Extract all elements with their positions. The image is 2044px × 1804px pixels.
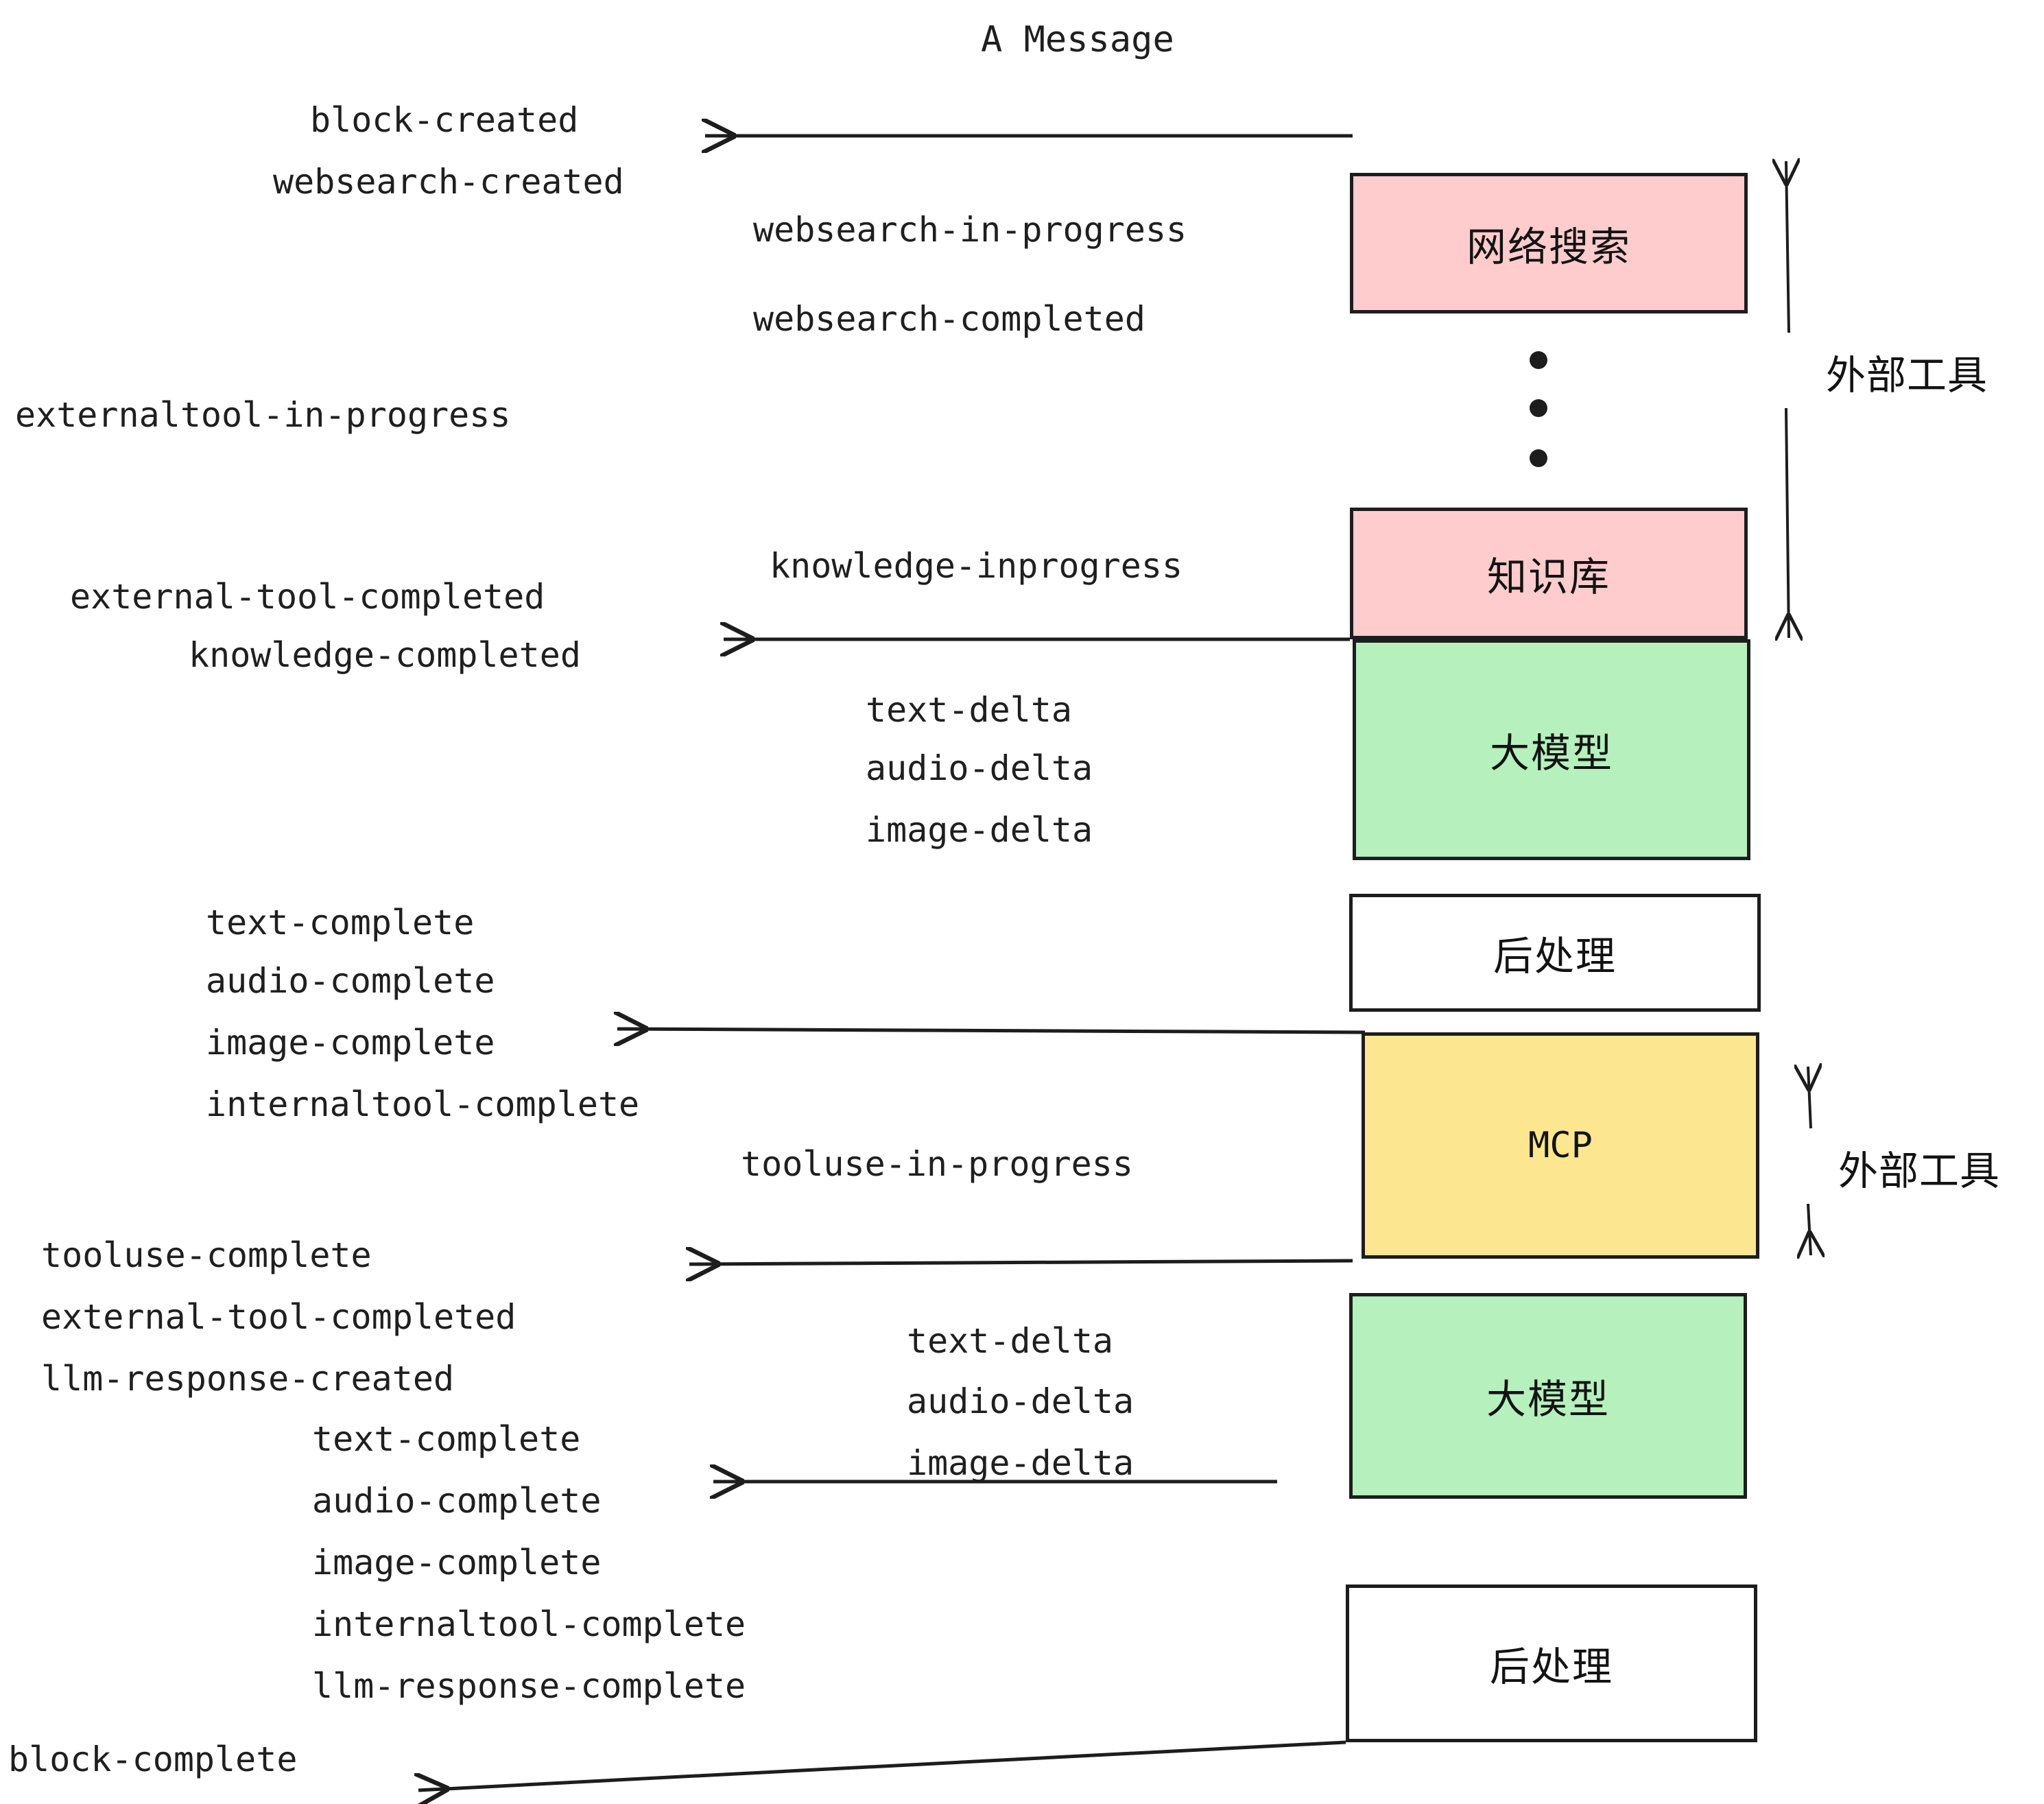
event-label-websearch-completed: websearch-completed — [753, 299, 1145, 339]
box-label: 大模型 — [1489, 730, 1613, 776]
box-knowledge: 知识库 — [1350, 508, 1748, 639]
ellipsis-dot-3 — [1530, 449, 1547, 467]
event-label-text-delta-2: text-delta — [907, 1321, 1114, 1361]
page-title: A Message — [981, 19, 1174, 60]
box-mcp: MCP — [1362, 1032, 1759, 1259]
group-label-external-tools-top: 外部工具 — [1826, 352, 1988, 399]
event-label-external-tool-completed-2: external-tool-completed — [41, 1297, 516, 1337]
event-label-internaltool-complete-1: internaltool-complete — [206, 1084, 640, 1124]
event-label-llm-response-created: llm-response-created — [41, 1359, 455, 1399]
event-label-internaltool-complete-2: internaltool-complete — [312, 1604, 746, 1644]
event-label-text-complete-2: text-complete — [312, 1419, 581, 1459]
event-label-block-created: block-created — [310, 100, 579, 140]
external-tools-bottom-arrow-down — [1808, 1203, 1811, 1255]
box-postprocess-bottom: 后处理 — [1346, 1585, 1757, 1742]
event-label-image-delta-2: image-delta — [907, 1443, 1134, 1483]
event-label-image-delta-1: image-delta — [866, 810, 1093, 850]
box-label: 后处理 — [1489, 1643, 1613, 1690]
event-label-knowledge-inprogress: knowledge-inprogress — [770, 546, 1183, 586]
box-label: 大模型 — [1486, 1376, 1610, 1423]
event-label-websearch-created: websearch-created — [273, 162, 624, 202]
box-label: MCP — [1528, 1125, 1593, 1166]
arrow-block-complete — [418, 1740, 1346, 1790]
event-label-tooluse-complete: tooluse-complete — [41, 1235, 372, 1275]
event-label-audio-delta-2: audio-delta — [907, 1381, 1134, 1421]
ellipsis-dot-2 — [1530, 399, 1547, 417]
event-label-audio-delta-1: audio-delta — [866, 748, 1093, 788]
event-label-audio-complete-2: audio-complete — [312, 1481, 602, 1521]
box-llm-bottom: 大模型 — [1349, 1293, 1747, 1499]
event-label-websearch-in-progress: websearch-in-progress — [753, 210, 1187, 250]
event-label-image-complete-2: image-complete — [312, 1543, 602, 1582]
event-label-block-complete: block-complete — [8, 1740, 298, 1779]
event-label-external-tool-completed-1: external-tool-completed — [70, 577, 545, 617]
event-label-knowledge-completed: knowledge-completed — [189, 635, 581, 675]
event-label-image-complete-1: image-complete — [206, 1023, 495, 1063]
external-tools-top-arrow-down — [1786, 407, 1789, 638]
box-label: 知识库 — [1486, 554, 1611, 600]
event-label-text-delta-1: text-delta — [866, 690, 1073, 730]
event-label-externaltool-in-progress: externaltool-in-progress — [15, 395, 511, 435]
arrow-tooluse-complete — [689, 1261, 1353, 1264]
event-label-tooluse-in-progress: tooluse-in-progress — [741, 1144, 1133, 1184]
arrow-image-complete — [617, 1029, 1366, 1032]
ellipsis-dot-1 — [1530, 351, 1547, 369]
external-tools-bottom-arrow-up — [1808, 1067, 1811, 1129]
box-label: 后处理 — [1493, 933, 1617, 980]
external-tools-top-arrow-up — [1786, 161, 1789, 333]
event-label-text-complete-1: text-complete — [206, 903, 475, 942]
event-label-audio-complete-1: audio-complete — [206, 961, 495, 1001]
box-llm-top: 大模型 — [1353, 639, 1750, 860]
event-label-llm-response-complete: llm-response-complete — [312, 1666, 746, 1706]
box-label: 网络搜索 — [1466, 223, 1631, 270]
group-label-external-tools-bottom: 外部工具 — [1838, 1148, 2001, 1194]
box-postprocess-top: 后处理 — [1349, 894, 1761, 1012]
box-websearch: 网络搜索 — [1350, 173, 1748, 313]
